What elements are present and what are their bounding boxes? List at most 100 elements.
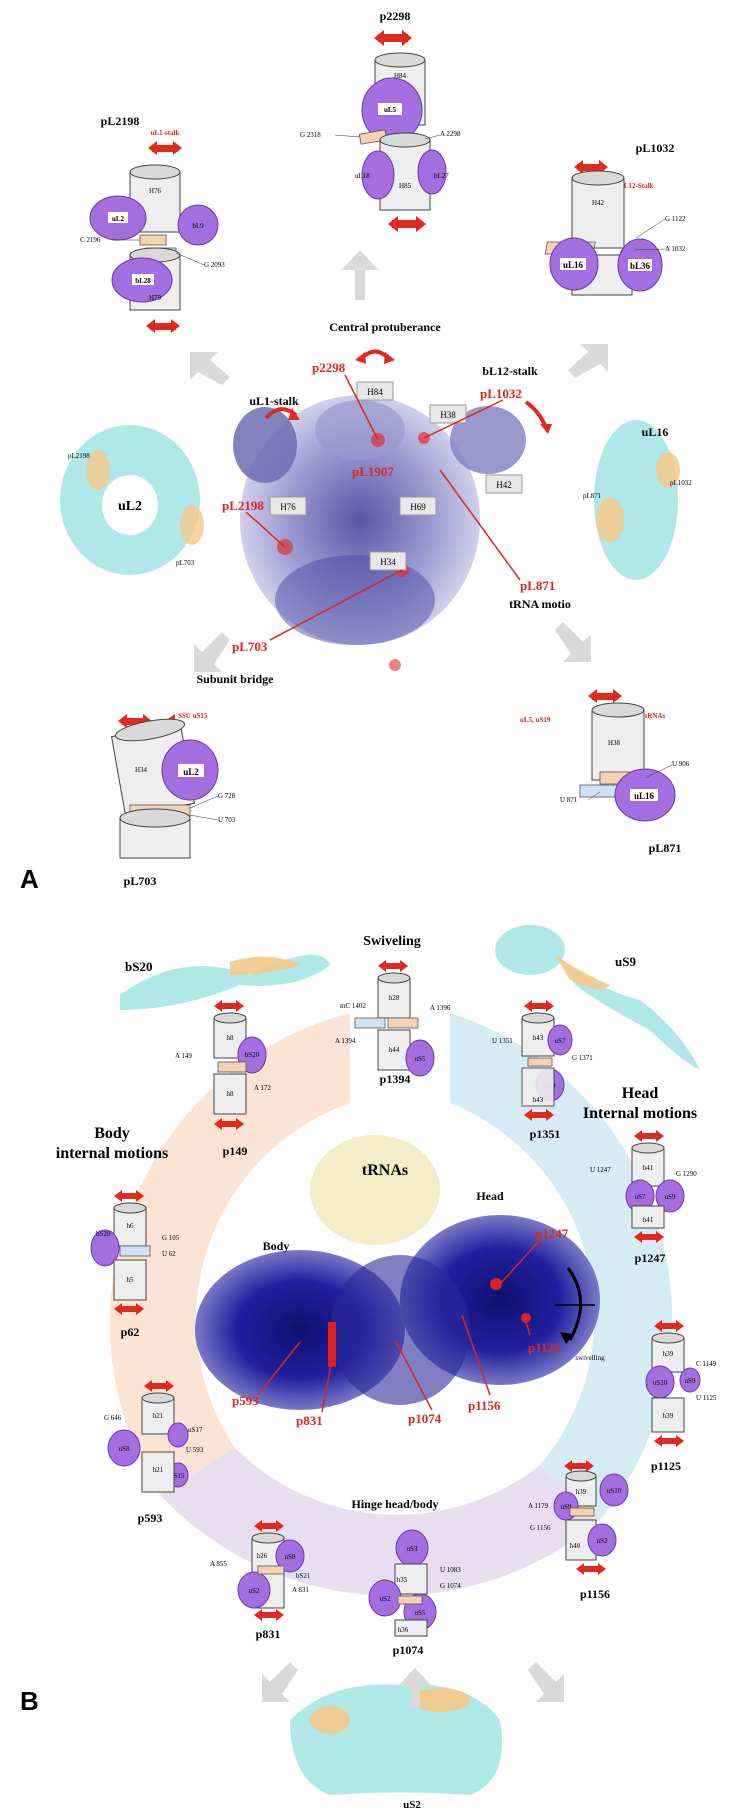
trnas-label: tRNAs — [362, 1162, 408, 1179]
title-hinge: Hinge head/body — [351, 1497, 438, 1511]
pl703-top: SSU uS15 — [178, 712, 208, 720]
p593-u593: U 593 — [186, 1446, 204, 1454]
label-pl2198: pL2198 — [222, 498, 264, 513]
us2-label: uS2 — [403, 1799, 421, 1811]
inset-p831: h26 uS8 uS2 bS21 A 855 A 831 p831 — [210, 1520, 311, 1641]
p149-a172: A 172 — [254, 1084, 271, 1092]
p593-us15: uS15 — [170, 1472, 185, 1480]
p593-h21-top: h21 — [153, 1412, 164, 1420]
p1156-us9: uS9 — [561, 1503, 572, 1511]
p1125-us9: uS9 — [685, 1377, 696, 1385]
ul16-pl1032: pL1032 — [670, 479, 692, 487]
inset-title-pl1032: pL1032 — [636, 141, 675, 155]
panel-b: Swiveling Head Internal motions Body int… — [20, 925, 717, 1811]
pl1032-a1032: A 1032 — [665, 245, 686, 253]
p2298-ul5: uL5 — [384, 106, 397, 114]
pl2198-h76: H76 — [149, 187, 162, 195]
ul16-structure: uL16 pL871 pL1032 — [583, 420, 692, 580]
pl2198-h79: H79 — [149, 294, 162, 302]
p2298-h84: H84 — [394, 72, 407, 80]
title-central-protuberance: Central protuberance — [329, 320, 441, 334]
p1394-h44: h44 — [389, 1046, 400, 1054]
p62-h5: h5 — [127, 1276, 135, 1284]
p1074-h36: h36 — [398, 1626, 409, 1634]
inset-title-p1247: p1247 — [635, 1251, 666, 1265]
inset-p1156: h39 uS9 uS10 h40 uS2 A 1179 G 1156 p1156 — [528, 1460, 629, 1601]
inset-pl703: SSU uS15 H34 uL2 G 728 U 703 pL703 — [111, 712, 236, 888]
inset-title-p149: p149 — [223, 1144, 248, 1158]
title-swiveling: Swiveling — [363, 934, 421, 949]
pl2198-c2196: C 2196 — [80, 236, 101, 244]
us9-structure: uS9 — [495, 925, 700, 1070]
label-p2298: p2298 — [312, 360, 346, 375]
bs20-structure: bS20 — [120, 954, 330, 1010]
inset-title-p1394: p1394 — [380, 1072, 411, 1086]
title-body-internal-2: internal motions — [56, 1145, 168, 1162]
p1351-h43-top: h43 — [533, 1034, 544, 1042]
ul2-structure: uL2 pL2198 pL703 — [60, 425, 204, 575]
p831-a855: A 855 — [210, 1560, 227, 1568]
label-p831: p831 — [296, 1413, 323, 1428]
pl1032-g1122: G 1122 — [665, 215, 686, 223]
p2298-ul18: uL18 — [355, 172, 370, 180]
rotation-arrows-a — [264, 349, 552, 434]
head-center-label: Head — [476, 1189, 504, 1203]
p1156-us10: uS10 — [607, 1487, 622, 1495]
pl1032-bl36: bL36 — [630, 261, 651, 271]
p149-h8-top: h8 — [227, 1034, 235, 1042]
helix-tag-h76: H76 — [280, 502, 296, 512]
label-pl703: pL703 — [232, 639, 268, 654]
large-subunit-structure — [233, 395, 526, 671]
inset-p1351: h43 uS7 uS9 h43 U 1351 G 1371 p1351 — [492, 1000, 593, 1141]
pl871-ul16: uL16 — [634, 791, 655, 801]
p62-bs20: bS20 — [96, 1230, 111, 1238]
p593-us8: uS8 — [119, 1445, 130, 1453]
ul2-pl2198: pL2198 — [68, 452, 90, 460]
helix-tag-h42: H42 — [496, 480, 512, 490]
inset-title-p62: p62 — [121, 1325, 140, 1339]
panel-label-b: B — [20, 1686, 39, 1716]
inset-title-p831: p831 — [256, 1627, 281, 1641]
p1125-h39-bottom: h39 — [663, 1412, 674, 1420]
label-p1125: p1125 — [528, 1340, 561, 1355]
p1156-h39: h39 — [576, 1488, 587, 1496]
title-subunit-bridge: Subunit bridge — [196, 672, 274, 686]
ul16-label: uL16 — [642, 425, 669, 439]
inset-title-p2298: p2298 — [380, 9, 411, 23]
p2298-h85: H85 — [399, 182, 412, 190]
ul16-pl871: pL871 — [583, 492, 602, 500]
p1125-u1125: U 1125 — [696, 1394, 717, 1402]
label-pl1907: pL1907 — [352, 464, 394, 479]
p1156-h40: h40 — [570, 1542, 581, 1550]
p1156-a1179: A 1179 — [528, 1502, 549, 1510]
title-head-internal-1: Head — [622, 1085, 659, 1102]
swivelling-label: swivelling — [575, 1354, 605, 1362]
pl1032-h42: H42 — [592, 199, 605, 207]
p1074-u1083: U 1083 — [440, 1566, 461, 1574]
title-body-internal-1: Body — [94, 1125, 130, 1142]
pl703-u703: U 703 — [218, 816, 236, 824]
pl871-h38: H38 — [608, 739, 621, 747]
p62-u62: U 62 — [162, 1250, 176, 1258]
small-subunit-structure: tRNAs Body Head — [195, 1135, 600, 1410]
label-p1156: p1156 — [468, 1398, 501, 1413]
bs20-label: bS20 — [125, 959, 152, 974]
p1351-g1371: G 1371 — [572, 1054, 593, 1062]
inset-p593: h21 uS8 uS17 uS15 h21 G 646 U 593 p593 — [104, 1380, 204, 1525]
inset-p1074: uS3 h35 uS2 uS5 h36 U 1083 G 1074 p1074 — [368, 1529, 461, 1657]
p831-us8: uS8 — [285, 1553, 296, 1561]
p2298-g2318: G 2318 — [300, 131, 321, 139]
p62-g105: G 105 — [162, 1234, 180, 1242]
p149-bs20: bS20 — [245, 1051, 260, 1059]
swivelling-arrow: swivelling — [555, 1267, 605, 1362]
pl2198-g2093: G 2093 — [204, 261, 225, 269]
p593-h21-bottom: h21 — [153, 1466, 164, 1474]
p1394-a1394: A 1394 — [335, 1037, 356, 1045]
inset-title-pl703: pL703 — [124, 874, 157, 888]
p831-bs21: bS21 — [296, 1572, 311, 1580]
label-p1074: p1074 — [408, 1411, 442, 1426]
pl871-u906: U 906 — [672, 760, 690, 768]
inset-pl1032: pL1032 bL12-Stalk H42 uL16 bL36 G 1122 A… — [544, 141, 686, 296]
pl703-g728: G 728 — [218, 792, 236, 800]
pl1032-ul16: uL16 — [563, 260, 584, 270]
